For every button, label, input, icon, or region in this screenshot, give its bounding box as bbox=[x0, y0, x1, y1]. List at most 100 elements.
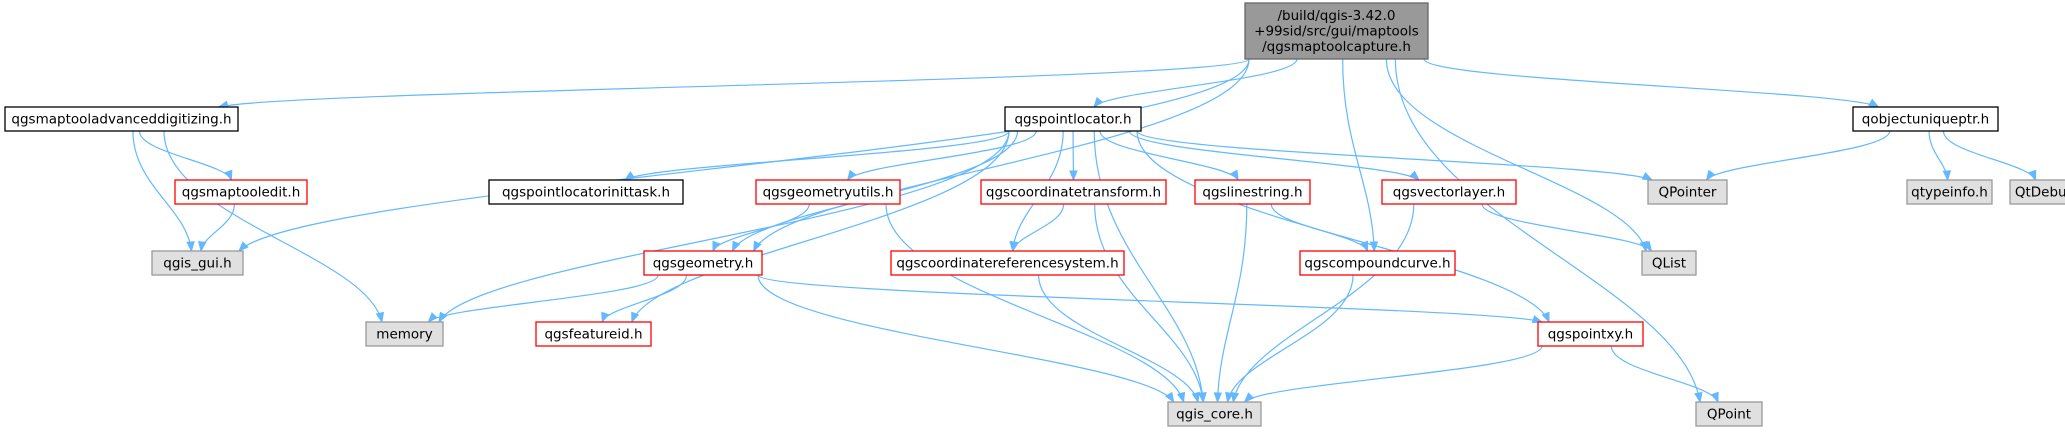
edge-arrowhead bbox=[712, 240, 721, 253]
node-qgsgeometryutils[interactable]: qgsgeometryutils.h bbox=[755, 179, 901, 205]
node-label: qtypeinfo.h bbox=[1911, 185, 1988, 201]
edge-arrowhead bbox=[198, 241, 207, 253]
edge-line bbox=[1136, 130, 1653, 181]
edge-arrowhead bbox=[1164, 391, 1175, 404]
edge-line bbox=[1481, 203, 1652, 252]
node-root[interactable]: /build/qgis-3.42.0+99sid/src/gui/maptool… bbox=[1244, 2, 1429, 60]
node-qgis_core: qgis_core.h bbox=[1167, 401, 1262, 427]
node-label: qgspointlocator.h bbox=[1014, 112, 1131, 128]
node-qtypeinfo: qtypeinfo.h bbox=[1906, 179, 1993, 205]
node-qgslinestring[interactable]: qgslinestring.h bbox=[1194, 179, 1311, 205]
edge-arrowhead bbox=[1710, 391, 1719, 404]
edge-qgscoordinatetransform-to-qgscoordinatereferencesystem bbox=[1010, 203, 1065, 253]
node-box bbox=[1647, 179, 1728, 205]
node-QList: QList bbox=[1641, 250, 1697, 276]
edge-qgsmaptooledit-to-qgis_gui bbox=[198, 203, 236, 253]
node-label: qgslinestring.h bbox=[1202, 185, 1302, 201]
edge-line bbox=[218, 58, 1250, 108]
edge-arrowhead bbox=[1942, 170, 1952, 182]
edge-qgspointlocator-to-qgsgeometryutils bbox=[846, 130, 1037, 182]
node-qgsmaptooladvanceddigitizing[interactable]: qgsmaptooladvanceddigitizing.h bbox=[4, 106, 239, 132]
edge-arrowhead bbox=[1409, 170, 1420, 181]
node-label: qgscoordinatetransform.h bbox=[986, 185, 1161, 201]
node-label: qobjectuniqueptr.h bbox=[1862, 112, 1990, 128]
node-label: qgis_gui.h bbox=[163, 256, 231, 272]
node-label: QList bbox=[1652, 256, 1686, 272]
node-box bbox=[643, 250, 763, 276]
node-box bbox=[1641, 250, 1697, 276]
edge-arrowhead bbox=[601, 311, 610, 324]
edge-line bbox=[753, 58, 1250, 252]
node-qgscompoundcurve[interactable]: qgscompoundcurve.h bbox=[1299, 250, 1456, 276]
edge-line bbox=[624, 130, 1010, 181]
node-box bbox=[755, 179, 901, 205]
edge-arrowhead bbox=[1694, 391, 1703, 404]
node-qgsmaptooledit[interactable]: qgsmaptooledit.h bbox=[174, 179, 308, 205]
edge-qgsmaptooladvanceddigitizing-to-qgis_gui bbox=[132, 130, 195, 253]
edge-arrowhead bbox=[1642, 240, 1653, 253]
node-label: qgsmaptooledit.h bbox=[182, 185, 301, 201]
node-label: qgscoordinatereferencesystem.h bbox=[896, 256, 1118, 272]
node-label: QtDebug bbox=[2015, 185, 2065, 201]
edge-line bbox=[847, 130, 1037, 181]
edge-arrowhead bbox=[1191, 391, 1200, 404]
edge-line bbox=[1706, 130, 1891, 181]
node-label: /qgsmaptoolcapture.h bbox=[1262, 39, 1411, 55]
node-box bbox=[1244, 2, 1429, 60]
edge-arrowhead bbox=[1868, 98, 1880, 108]
edge-layer bbox=[132, 58, 2037, 404]
edge-line bbox=[1270, 203, 1369, 252]
edge-line bbox=[163, 130, 383, 323]
edge-arrowhead bbox=[224, 169, 233, 182]
edge-qgspointlocator-to-qgspointlocatorinittask bbox=[623, 130, 1010, 181]
edge-line bbox=[1342, 58, 1375, 252]
edge-qobjectuniqueptr-to-QPointer bbox=[1705, 130, 1891, 182]
node-qgspointlocatorinittask[interactable]: qgspointlocatorinittask.h bbox=[488, 179, 684, 205]
edge-line bbox=[1012, 203, 1065, 252]
edge-root-to-qobjectuniqueptr bbox=[1423, 58, 1880, 108]
edge-line bbox=[885, 203, 1185, 403]
node-label: qgsgeometry.h bbox=[653, 256, 754, 272]
node-qgspointlocator[interactable]: qgspointlocator.h bbox=[1004, 106, 1142, 132]
node-qgscoordinatetransform[interactable]: qgscoordinatetransform.h bbox=[980, 179, 1167, 205]
edge-qgscoordinatereferencesystem-to-qgis_core bbox=[1037, 274, 1200, 404]
node-label: qgsfeatureid.h bbox=[544, 327, 642, 343]
node-qgsgeometry[interactable]: qgsgeometry.h bbox=[643, 250, 763, 276]
edge-arrowhead bbox=[1243, 392, 1255, 403]
edge-root-to-QPoint bbox=[1394, 58, 1703, 404]
node-qobjectuniqueptr[interactable]: qobjectuniqueptr.h bbox=[1852, 106, 1999, 132]
node-box bbox=[980, 179, 1167, 205]
edge-qgsgeometry-to-qgis_core bbox=[757, 274, 1175, 404]
edge-line bbox=[1093, 130, 1204, 403]
edge-qgsvectorlayer-to-QList bbox=[1481, 203, 1653, 253]
edge-line bbox=[1136, 130, 1550, 323]
edge-root-to-qgspointlocator bbox=[1093, 58, 1298, 109]
edge-qgsgeometry-to-memory bbox=[427, 274, 659, 324]
edge-line bbox=[132, 130, 193, 252]
node-box bbox=[1167, 401, 1262, 427]
edge-arrowhead bbox=[375, 311, 384, 324]
node-qgsvectorlayer[interactable]: qgsvectorlayer.h bbox=[1381, 179, 1517, 205]
edge-qgsmaptooladvanceddigitizing-to-memory bbox=[163, 130, 384, 324]
edge-arrowhead bbox=[1176, 391, 1186, 404]
node-box bbox=[535, 321, 652, 347]
edge-arrowhead bbox=[1198, 392, 1207, 404]
edge-arrowhead bbox=[1705, 169, 1716, 182]
node-label: memory bbox=[376, 327, 432, 343]
edge-line bbox=[1099, 130, 1239, 181]
node-box bbox=[174, 179, 308, 205]
edge-root-to-QList bbox=[1385, 58, 1648, 253]
edge-arrowhead bbox=[1225, 391, 1234, 404]
edge-qgspointxy-to-QPoint bbox=[1610, 345, 1719, 404]
edge-arrowhead bbox=[2028, 169, 2037, 182]
edge-qgsgeometry-to-qgsfeatureid bbox=[601, 274, 688, 324]
node-qgscoordinatereferencesystem[interactable]: qgscoordinatereferencesystem.h bbox=[890, 250, 1125, 276]
node-label: qgis_core.h bbox=[1176, 407, 1253, 423]
edge-qgspointxy-to-qgis_core bbox=[1243, 345, 1543, 403]
edge-line bbox=[238, 58, 1250, 252]
edge-qgsmaptooladvanceddigitizing-to-qgsmaptooledit bbox=[138, 130, 233, 182]
node-qgspointxy[interactable]: qgspointxy.h bbox=[1537, 321, 1644, 347]
edge-line bbox=[757, 274, 1543, 323]
edge-line bbox=[438, 130, 1010, 323]
node-qgsfeatureid[interactable]: qgsfeatureid.h bbox=[535, 321, 652, 347]
